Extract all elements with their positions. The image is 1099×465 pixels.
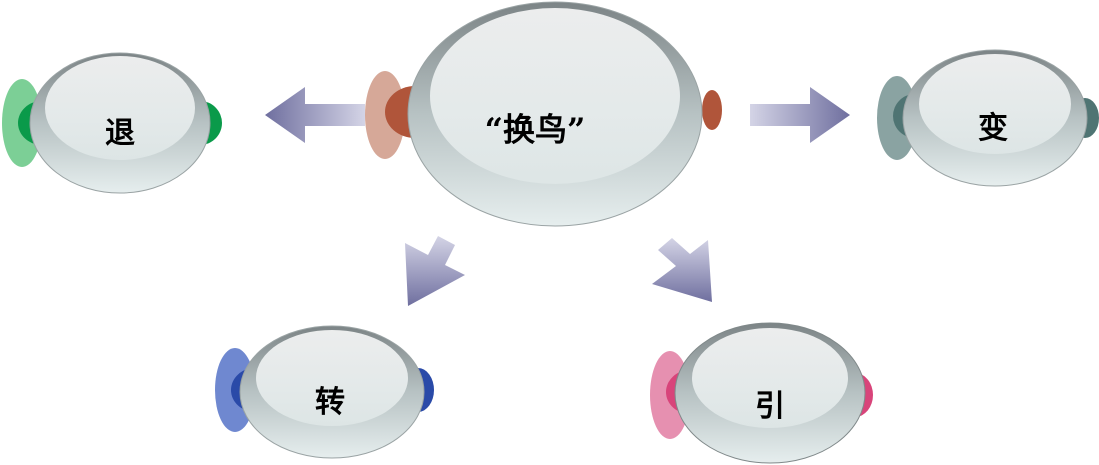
arrow-left <box>265 87 365 143</box>
node-bottom-right[interactable]: 引 <box>650 322 873 464</box>
node-bottom-left-label: 转 <box>315 385 345 420</box>
arrow-right <box>750 87 850 143</box>
node-bottom-left[interactable]: 转 <box>215 325 434 459</box>
node-right-label: 变 <box>978 111 1008 146</box>
node-right[interactable]: 变 <box>877 49 1099 187</box>
arrow-down-left <box>405 236 465 306</box>
arrow-down-right <box>652 238 712 302</box>
node-left[interactable]: 退 <box>2 52 222 194</box>
node-left-label: 退 <box>105 116 135 151</box>
center-right-shape <box>702 90 722 130</box>
node-bottom-right-label: 引 <box>755 389 785 424</box>
center-node[interactable]: “换鸟” <box>365 1 722 227</box>
center-label: “换鸟” <box>485 111 586 149</box>
